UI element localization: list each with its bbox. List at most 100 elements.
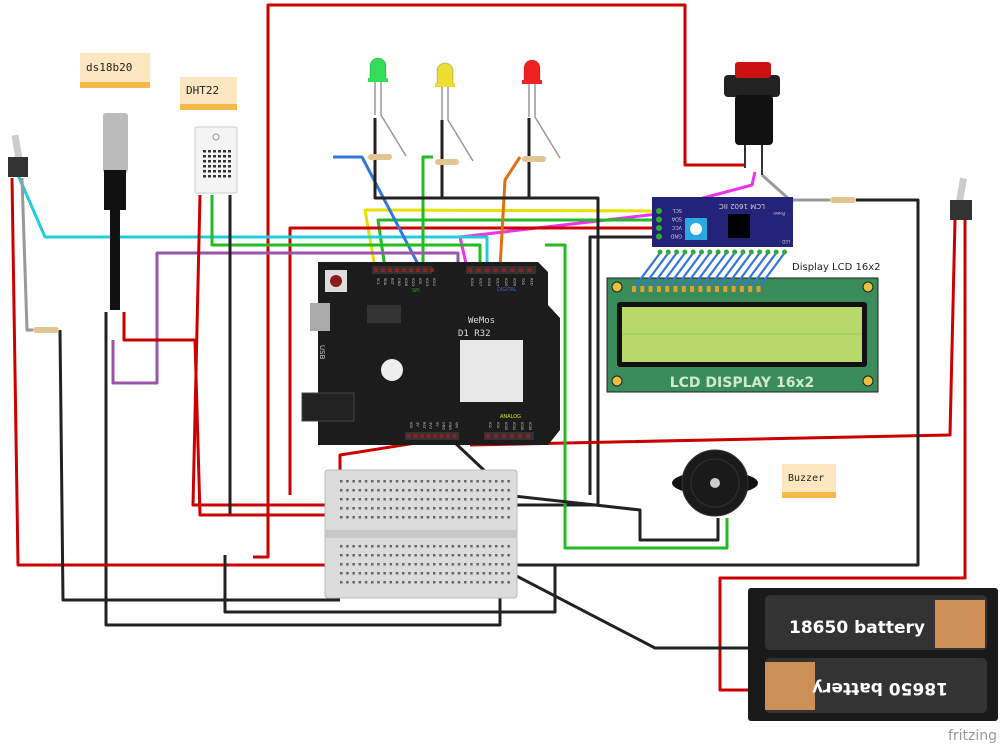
breadboard-hole[interactable] xyxy=(476,545,479,548)
breadboard-hole[interactable] xyxy=(364,563,368,566)
dht22-vcc-wire[interactable] xyxy=(191,194,340,507)
lcd-pin[interactable] xyxy=(756,286,761,292)
breadboard-hole[interactable] xyxy=(433,554,436,557)
breadboard-hole[interactable] xyxy=(364,489,368,492)
lcd-pin[interactable] xyxy=(690,286,695,292)
breadboard-hole[interactable] xyxy=(451,489,455,492)
breadboard-hole[interactable] xyxy=(352,498,355,501)
breadboard-hole[interactable] xyxy=(340,507,343,510)
lcd-pin[interactable] xyxy=(656,286,661,292)
breadboard-hole[interactable] xyxy=(395,498,399,501)
breadboard-hole[interactable] xyxy=(383,554,386,557)
breadboard-hole[interactable] xyxy=(439,545,442,548)
breadboard-hole[interactable] xyxy=(389,516,393,519)
lcd-pin[interactable] xyxy=(731,286,736,292)
breadboard-hole[interactable] xyxy=(420,507,424,510)
header-pin-gnd[interactable] xyxy=(395,268,399,272)
breadboard-hole[interactable] xyxy=(470,480,473,483)
breadboard-hole[interactable] xyxy=(476,498,479,501)
breadboard-hole[interactable] xyxy=(426,581,430,584)
header-pin-gnd[interactable] xyxy=(446,434,450,438)
breadboard-hole[interactable] xyxy=(389,554,393,557)
breadboard-hole[interactable] xyxy=(426,480,430,483)
breadboard-hole[interactable] xyxy=(340,563,343,566)
breadboard-hole[interactable] xyxy=(426,507,430,510)
breadboard-hole[interactable] xyxy=(408,554,411,557)
breadboard-hole[interactable] xyxy=(445,516,448,519)
battery-gnd-wire[interactable] xyxy=(504,568,750,650)
breadboard-hole[interactable] xyxy=(433,498,436,501)
breadboard-hole[interactable] xyxy=(383,581,386,584)
breadboard-hole[interactable] xyxy=(507,507,510,510)
breadboard-hole[interactable] xyxy=(408,581,411,584)
breadboard-hole[interactable] xyxy=(414,489,417,492)
breadboard-hole[interactable] xyxy=(340,572,343,575)
breadboard-hole[interactable] xyxy=(451,498,455,501)
breadboard-hole[interactable] xyxy=(464,554,467,557)
breadboard-hole[interactable] xyxy=(389,480,393,483)
breadboard-hole[interactable] xyxy=(507,581,510,584)
breadboard-hole[interactable] xyxy=(358,507,362,510)
breadboard-hole[interactable] xyxy=(426,545,430,548)
breadboard-hole[interactable] xyxy=(402,545,405,548)
breadboard-hole[interactable] xyxy=(389,507,393,510)
buzzer-gnd-wire[interactable] xyxy=(504,493,720,542)
breadboard-hole[interactable] xyxy=(507,489,510,492)
breadboard-hole[interactable] xyxy=(439,498,442,501)
breadboard-hole[interactable] xyxy=(433,507,436,510)
breadboard-hole[interactable] xyxy=(402,581,405,584)
breadboard-hole[interactable] xyxy=(346,516,349,519)
breadboard-hole[interactable] xyxy=(346,581,349,584)
breadboard-hole[interactable] xyxy=(439,480,442,483)
breadboard-hole[interactable] xyxy=(371,507,374,510)
header-pin-io12[interactable] xyxy=(430,268,434,272)
breadboard-hole[interactable] xyxy=(433,516,436,519)
breadboard-hole[interactable] xyxy=(377,498,380,501)
breadboard-hole[interactable] xyxy=(470,554,473,557)
pink-board-wire[interactable] xyxy=(458,212,659,269)
breadboard-hole[interactable] xyxy=(389,572,393,575)
breadboard-hole[interactable] xyxy=(482,563,486,566)
breadboard-hole[interactable] xyxy=(358,545,362,548)
i2c-header-pin[interactable] xyxy=(699,249,704,255)
breadboard-hole[interactable] xyxy=(383,516,386,519)
i2c-header-pin[interactable] xyxy=(723,249,729,255)
breadboard-hole[interactable] xyxy=(439,507,442,510)
breadboard-hole[interactable] xyxy=(488,581,492,584)
breadboard-hole[interactable] xyxy=(501,480,504,483)
breadboard-hole[interactable] xyxy=(501,572,504,575)
breadboard-hole[interactable] xyxy=(482,572,486,575)
lcd-pin[interactable] xyxy=(748,286,753,292)
breadboard-hole[interactable] xyxy=(457,480,461,483)
i2c-pin-vcc[interactable] xyxy=(656,225,662,231)
breadboard-hole[interactable] xyxy=(439,563,442,566)
breadboard-hole[interactable] xyxy=(408,516,411,519)
i2c-header-pin[interactable] xyxy=(773,249,779,255)
breadboard-hole[interactable] xyxy=(501,581,504,584)
breadboard-hole[interactable] xyxy=(383,572,386,575)
breadboard-hole[interactable] xyxy=(457,516,461,519)
breadboard-hole[interactable] xyxy=(371,554,374,557)
lcd-pin[interactable] xyxy=(640,286,645,292)
header-pin-io17[interactable] xyxy=(493,268,498,272)
breadboard-hole[interactable] xyxy=(371,581,374,584)
breadboard-hole[interactable] xyxy=(420,498,424,501)
lcd-pin[interactable] xyxy=(681,286,686,292)
breadboard-hole[interactable] xyxy=(420,480,424,483)
breadboard-hole[interactable] xyxy=(445,498,448,501)
i2c-header-pin[interactable] xyxy=(715,249,721,255)
left-switch-power-wire[interactable] xyxy=(10,177,335,567)
breadboard-hole[interactable] xyxy=(451,554,455,557)
breadboard-hole[interactable] xyxy=(495,554,498,557)
lcd-pin[interactable] xyxy=(648,286,653,292)
i2c-header-pin[interactable] xyxy=(690,249,696,255)
breadboard-hole[interactable] xyxy=(501,498,504,501)
lcd-pin[interactable] xyxy=(665,286,670,292)
breadboard-hole[interactable] xyxy=(371,545,374,548)
ds18b20-data-wire[interactable] xyxy=(111,251,460,385)
breadboard-hole[interactable] xyxy=(451,581,455,584)
breadboard-hole[interactable] xyxy=(488,498,492,501)
lcd-pin[interactable] xyxy=(673,286,678,292)
breadboard-hole[interactable] xyxy=(488,516,492,519)
breadboard-hole[interactable] xyxy=(346,545,349,548)
